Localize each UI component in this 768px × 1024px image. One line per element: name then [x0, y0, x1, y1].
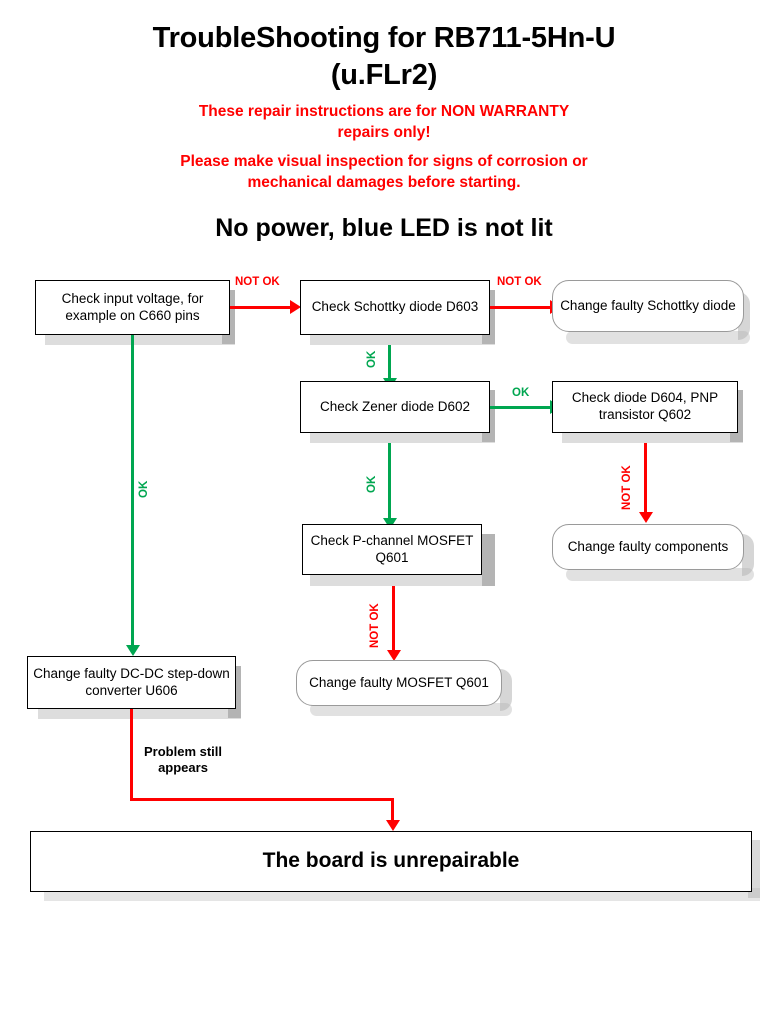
edge-schottky-to-change-schottky-line [490, 305, 552, 309]
node-change-mosfet[interactable]: Change faulty MOSFET Q601 [296, 660, 502, 706]
node-change-components[interactable]: Change faulty components [552, 524, 744, 570]
node-check-mosfet-shadow-side [482, 534, 495, 586]
edge-mosfet-to-change-mosfet-line [392, 586, 395, 654]
edge-zener-to-mosfet-arrowhead [382, 518, 397, 529]
node-change-dcdc-label: Change faulty DC-DC step-down converter … [33, 665, 230, 698]
node-check-zener-shadow-bottom [310, 431, 495, 443]
edge-label-not-ok-change-schottky: NOT OK [497, 276, 542, 288]
inspection-warning: Please make visual inspection for signs … [0, 151, 768, 194]
node-change-mosfet-shadow-bottom [310, 703, 512, 716]
edge-label-not-ok-schottky: NOT OK [235, 276, 280, 288]
node-change-mosfet-shadow-side [500, 669, 512, 711]
node-change-schottky[interactable]: Change faulty Schottky diode [552, 280, 744, 332]
edge-input-voltage-to-schottky-line [230, 305, 292, 309]
edge-dcdc-to-unrepairable-down2 [391, 798, 394, 824]
page-title-line2: (u.FLr2) [330, 59, 438, 92]
edge-label-ok-dcdc: OK [138, 480, 150, 498]
node-check-zener-label: Check Zener diode D602 [319, 398, 471, 414]
warranty-warning-line2: repairs only! [337, 124, 431, 142]
inspection-warning-line2: mechanical damages before starting. [247, 174, 521, 192]
node-unrepairable[interactable]: The board is unrepairable [30, 831, 752, 892]
node-change-components-label: Change faulty components [567, 538, 729, 554]
edge-zener-to-mosfet-line [388, 443, 391, 521]
edge-dcdc-to-unrepairable-arrowhead [385, 820, 400, 831]
node-check-d604[interactable]: Check diode D604, PNP transistor Q602 [552, 381, 738, 433]
node-check-d604-shadow-bottom [562, 431, 743, 443]
edge-label-ok-mosfet: OK [366, 475, 378, 493]
edge-label-problem-still-appears: Problem still appears [143, 744, 223, 776]
node-change-dcdc-shadow-bottom [38, 707, 241, 719]
node-change-mosfet-label: Change faulty MOSFET Q601 [309, 674, 489, 690]
node-check-schottky-shadow-bottom [310, 333, 495, 345]
node-change-schottky-shadow-bottom [566, 331, 750, 344]
node-change-schottky-label: Change faulty Schottky diode [560, 297, 736, 313]
edge-input-voltage-to-dcdc-arrowhead [125, 645, 140, 656]
node-change-dcdc[interactable]: Change faulty DC-DC step-down converter … [27, 656, 236, 709]
node-check-zener[interactable]: Check Zener diode D602 [300, 381, 490, 433]
section-heading: No power, blue LED is not lit [215, 214, 553, 242]
edge-label-ok-d604: OK [512, 387, 530, 399]
edge-input-voltage-to-dcdc-line [131, 335, 134, 647]
node-change-components-shadow-bottom [566, 568, 754, 581]
warranty-warning: These repair instructions are for NON WA… [0, 101, 768, 144]
inspection-warning-line1: Please make visual inspection for signs … [180, 153, 588, 170]
node-check-input-voltage-shadow-bottom [45, 333, 235, 345]
node-check-mosfet-shadow-bottom [310, 574, 495, 586]
edge-input-voltage-to-schottky-arrowhead [290, 300, 301, 314]
node-unrepairable-label: The board is unrepairable [262, 849, 520, 873]
edge-label-ok-zener: OK [366, 350, 378, 368]
node-check-mosfet-label: Check P-channel MOSFET Q601 [310, 532, 474, 565]
edge-d604-to-change-components-arrowhead [638, 512, 653, 523]
node-check-schottky-label: Check Schottky diode D603 [311, 299, 479, 315]
edge-label-not-ok-change-components: NOT OK [621, 465, 633, 510]
edge-mosfet-to-change-mosfet-arrowhead [386, 650, 401, 661]
page-title-line1: TroubleShooting for RB711-5Hn-U [152, 22, 616, 54]
edge-d604-to-change-components-line [644, 443, 647, 515]
edge-dcdc-to-unrepairable-right [130, 798, 394, 801]
node-check-schottky[interactable]: Check Schottky diode D603 [300, 280, 490, 335]
edge-zener-to-d604-line [490, 405, 552, 409]
edge-dcdc-to-unrepairable-down [130, 709, 133, 801]
edge-label-not-ok-change-mosfet: NOT OK [369, 603, 381, 648]
node-check-input-voltage[interactable]: Check input voltage, for example on C660… [35, 280, 230, 335]
warranty-warning-line1: These repair instructions are for NON WA… [198, 103, 570, 120]
node-check-mosfet[interactable]: Check P-channel MOSFET Q601 [302, 524, 482, 575]
node-check-input-voltage-label: Check input voltage, for example on C660… [61, 290, 204, 323]
node-change-components-shadow-side [742, 534, 754, 576]
edge-schottky-to-zener-line [388, 345, 391, 380]
node-check-d604-label: Check diode D604, PNP transistor Q602 [571, 390, 719, 422]
page-title: TroubleShooting for RB711-5Hn-U (u.FLr2) [0, 20, 768, 94]
